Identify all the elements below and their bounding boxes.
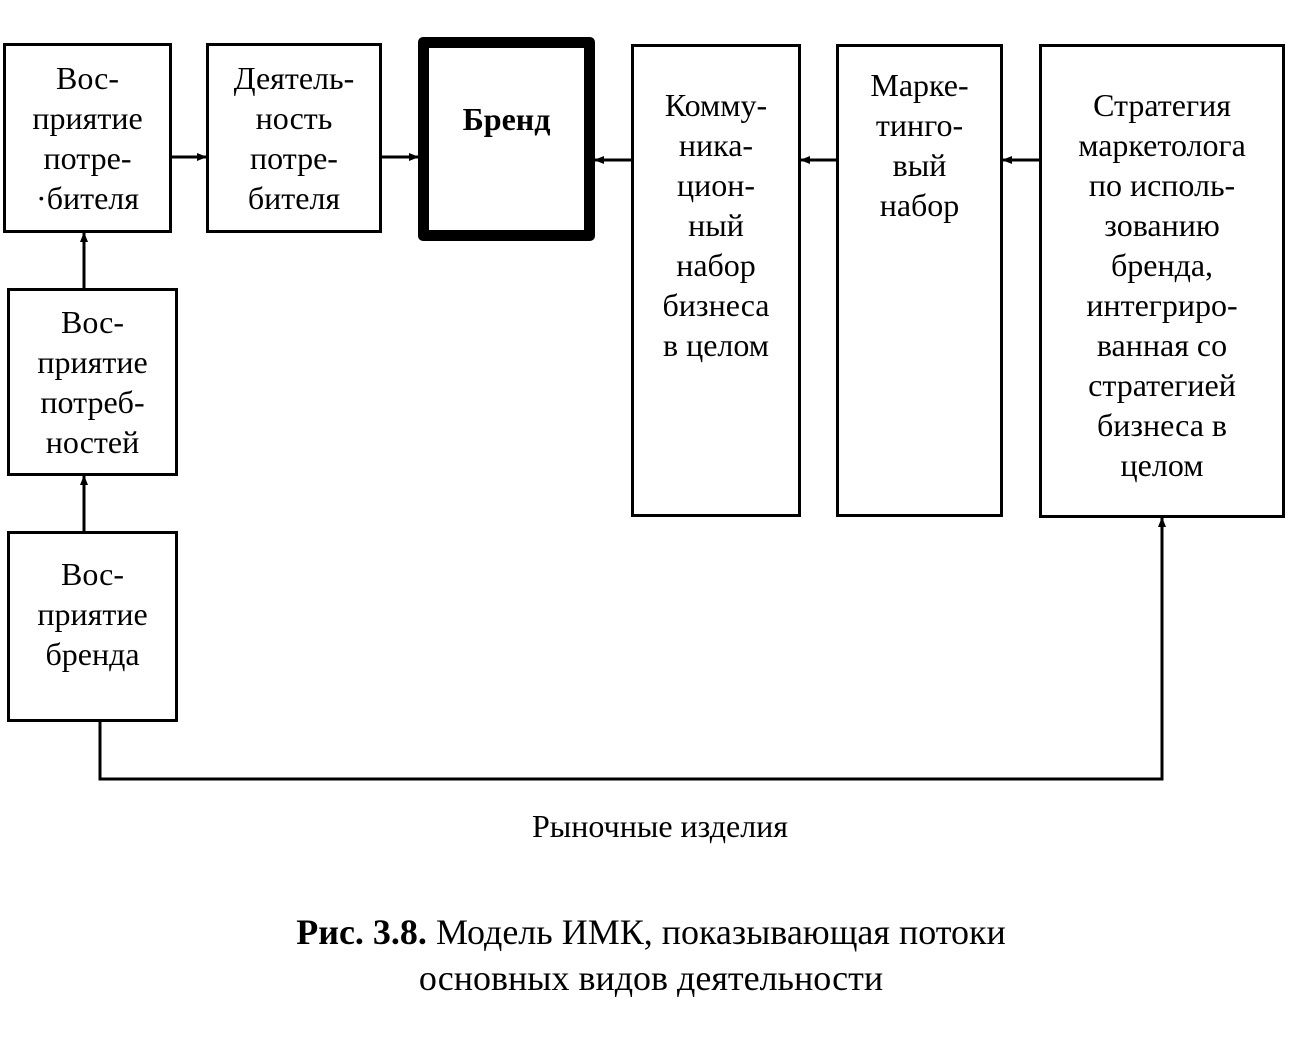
needs-perception-box: Вос- приятие потреб- ностей <box>7 288 178 476</box>
consumer-perception-label: Вос- приятие потре- ·бителя <box>32 60 143 216</box>
communication-mix-label: Комму- ника- цион- ный набор бизнеса в ц… <box>662 87 770 363</box>
marketing-mix-label: Марке- тинго- вый набор <box>870 67 969 223</box>
brand-box: Бренд <box>418 37 595 241</box>
brand-perception-box: Вос- приятие бренда <box>7 531 178 722</box>
caption-title-line-2: основных видов деятельности <box>418 958 884 998</box>
needs-perception-label: Вос- приятие потреб- ностей <box>37 304 148 460</box>
brand-perception-label: Вос- приятие бренда <box>37 555 148 672</box>
figure-caption: Рис. 3.8. Модель ИМК, показывающая поток… <box>0 909 1302 1001</box>
marketer-strategy-box: Стратегия маркетолога по исполь- зованию… <box>1039 44 1285 518</box>
consumer-activity-label: Деятель- ность потре- бителя <box>233 60 355 216</box>
caption-line-1: Рис. 3.8. Модель ИМК, показывающая поток… <box>0 909 1302 955</box>
caption-title-line-1: Модель ИМК, показывающая потоки <box>435 912 1006 952</box>
caption-number: Рис. 3.8. <box>296 912 427 952</box>
market-products-label: Рыночные изделия <box>532 808 788 844</box>
marketer-strategy-label: Стратегия маркетолога по исполь- зованию… <box>1078 87 1246 483</box>
consumer-perception-box: Вос- приятие потре- ·бителя <box>3 43 172 233</box>
communication-mix-box: Комму- ника- цион- ный набор бизнеса в ц… <box>631 44 801 517</box>
consumer-activity-box: Деятель- ность потре- бителя <box>206 43 382 233</box>
marketing-mix-box: Марке- тинго- вый набор <box>836 44 1003 517</box>
brand-label: Бренд <box>462 101 551 137</box>
market-products-connector <box>98 517 1166 781</box>
